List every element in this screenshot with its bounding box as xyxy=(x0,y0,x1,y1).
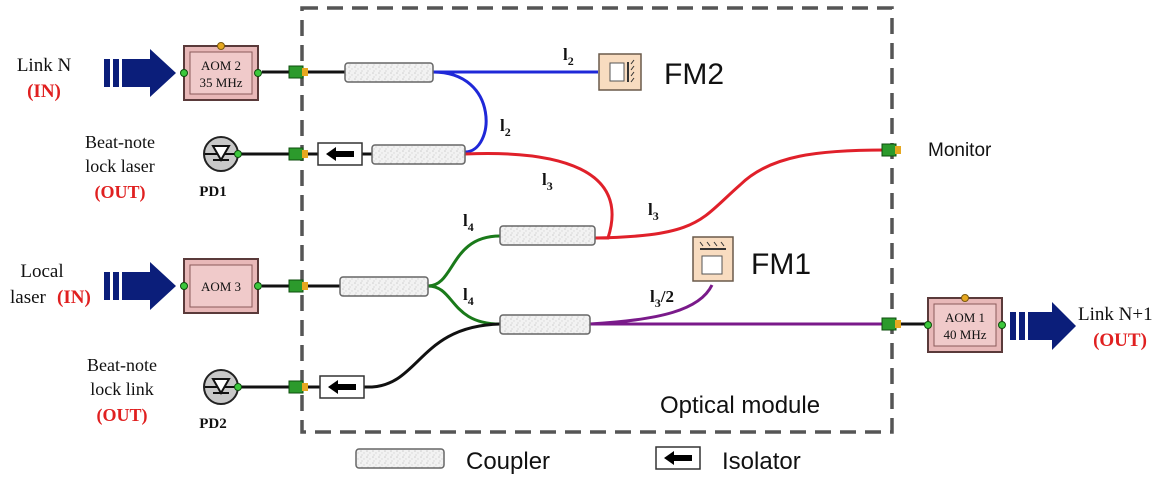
fiber-pd2 xyxy=(238,322,501,389)
fiber-l3-monitor xyxy=(594,148,886,240)
aom2-box: AOM 2 35 MHz xyxy=(180,42,262,101)
local-laser-input-arrow-icon xyxy=(104,262,176,310)
connector-pd1 xyxy=(288,147,308,161)
link-n1-label: Link N+1 xyxy=(1078,304,1153,325)
fm2-mirror-icon xyxy=(598,53,642,91)
label-l4-b: l4 xyxy=(463,285,474,308)
beat-note-laser-line2: lock laser xyxy=(85,156,154,176)
legend-isolator-label: Isolator xyxy=(722,448,801,475)
label-l2-mid: l2 xyxy=(500,116,511,139)
link-n-label: Link N xyxy=(17,55,72,76)
beat-note-link-line1: Beat-note xyxy=(87,355,157,375)
label-l3-a: l3 xyxy=(542,170,553,193)
coupler-d xyxy=(339,276,429,297)
aom3-box: AOM 3 xyxy=(180,258,262,314)
fiber-l4-down xyxy=(427,284,501,326)
coupler-b xyxy=(371,144,466,165)
connector-aom1 xyxy=(881,317,901,331)
legend-coupler-label: Coupler xyxy=(466,448,550,475)
isolator-1 xyxy=(317,142,363,166)
link-n-input-arrow-icon xyxy=(104,49,176,97)
label-l3-half: l3/2 xyxy=(650,287,674,310)
legend-coupler-swatch xyxy=(355,448,445,469)
fiber-l4-up xyxy=(427,234,501,288)
aom1-label: AOM 1 xyxy=(945,310,985,325)
connector-aom3 xyxy=(288,279,308,293)
local-laser-in-tag: (IN) xyxy=(57,287,91,308)
pd2-photodiode-icon xyxy=(203,369,242,405)
connector-monitor xyxy=(881,143,901,157)
fiber-l3-half-fm1 xyxy=(589,284,714,326)
label-l3-b: l3 xyxy=(648,200,659,223)
fm1-label: FM1 xyxy=(751,248,811,281)
coupler-c xyxy=(499,225,596,246)
optical-module-boundary xyxy=(300,6,894,434)
beat-note-laser-line1: Beat-note xyxy=(85,132,155,152)
coupler-a xyxy=(344,62,434,83)
fm2-label: FM2 xyxy=(664,58,724,91)
fiber-l3-down xyxy=(464,152,614,240)
label-l2-top: l2 xyxy=(563,45,574,68)
monitor-label: Monitor xyxy=(928,140,992,161)
optical-module-label: Optical module xyxy=(660,392,820,419)
fiber-l2-loop xyxy=(432,70,488,154)
aom3-label: AOM 3 xyxy=(201,279,241,294)
aom2-label: AOM 2 xyxy=(201,58,241,73)
pd2-label: PD2 xyxy=(199,416,227,432)
aom2-frequency: 35 MHz xyxy=(200,75,243,90)
coupler-e xyxy=(499,314,591,335)
beat-note-laser-out-tag: (OUT) xyxy=(95,182,146,203)
link-n-in-tag: (IN) xyxy=(27,81,61,102)
legend-isolator-swatch xyxy=(655,446,701,470)
isolator-2 xyxy=(319,375,365,399)
aom1-frequency: 40 MHz xyxy=(944,327,987,342)
pd1-photodiode-icon xyxy=(203,136,242,172)
pd1-label: PD1 xyxy=(199,184,227,200)
fm1-mirror-icon xyxy=(692,236,734,282)
local-laser-label2: laser xyxy=(10,287,47,308)
beat-note-link-out-tag: (OUT) xyxy=(97,405,148,426)
connector-pd2 xyxy=(288,380,308,394)
link-n1-output-arrow-icon xyxy=(1010,302,1076,350)
local-laser-label: Local xyxy=(20,261,63,282)
label-l4-a: l4 xyxy=(463,211,474,234)
connector-aom2 xyxy=(288,65,308,79)
beat-note-link-line2: lock link xyxy=(90,379,154,399)
link-n1-out-tag: (OUT) xyxy=(1093,330,1147,351)
aom1-box: AOM 1 40 MHz xyxy=(924,294,1006,353)
